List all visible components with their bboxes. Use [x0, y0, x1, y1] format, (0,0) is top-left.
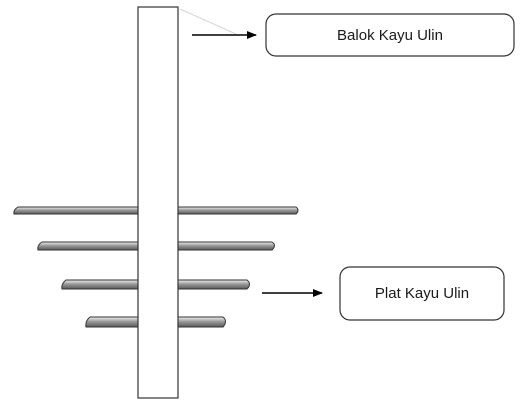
beam-label-callout: Balok Kayu Ulin [265, 13, 515, 57]
beam-label-text: Balok Kayu Ulin [337, 27, 443, 44]
beam-label-box [265, 13, 515, 57]
plate-label-text: Plat Kayu Ulin [375, 285, 469, 302]
plate-label-callout: Plat Kayu Ulin [339, 266, 505, 321]
vertical-beam [137, 6, 179, 399]
beam-shadow-line [179, 8, 237, 35]
plate-label-box [339, 266, 505, 321]
